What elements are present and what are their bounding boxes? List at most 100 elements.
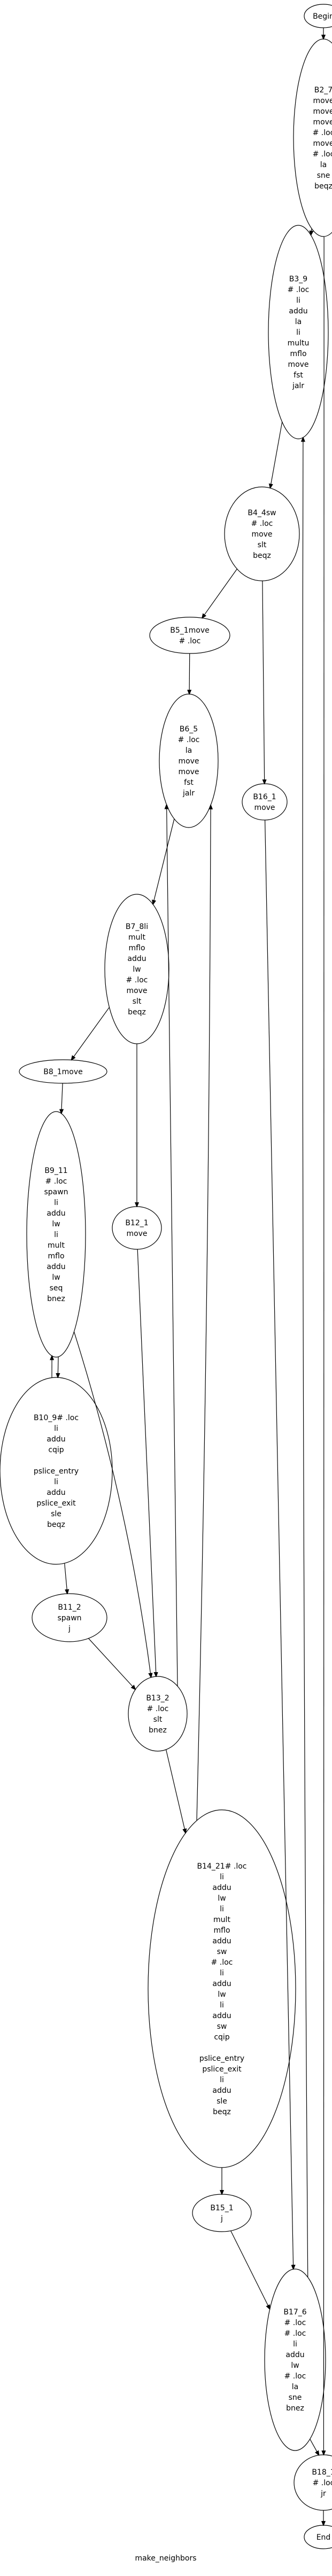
node-instruction: li xyxy=(220,1969,224,1978)
node-instruction: # .loc xyxy=(313,129,332,137)
node-instruction: jalr xyxy=(182,789,195,798)
node-instruction: addu xyxy=(47,1488,65,1497)
node-instruction: j xyxy=(68,1625,71,1633)
node-instruction: pslice_exit xyxy=(202,2065,242,2074)
node-label: B7_8li xyxy=(126,923,148,931)
node-label: B17_6 xyxy=(283,2308,306,2317)
node-instruction: # .loc xyxy=(284,2319,306,2327)
node-label: B16_1 xyxy=(253,793,276,801)
node-b18-1: B18_1# .locjr xyxy=(294,2454,332,2511)
node-instruction: bnez xyxy=(286,2404,304,2413)
node-end: End xyxy=(304,2525,332,2549)
node-b8-1move: B8_1move xyxy=(19,1059,107,1084)
node-instruction: spawn xyxy=(57,1614,81,1622)
node-instruction: move xyxy=(178,768,199,776)
node-instruction: li xyxy=(220,2001,224,2010)
node-instruction: spawn xyxy=(44,1188,68,1196)
node-instruction: pslice_entry xyxy=(199,2054,244,2063)
node-instruction: # .loc xyxy=(284,2372,306,2381)
node-instruction: slt xyxy=(153,1715,163,1724)
node-instruction: li xyxy=(220,2076,224,2084)
node-instruction: la xyxy=(295,318,302,326)
node-ellipse xyxy=(19,1059,107,1084)
node-ellipse xyxy=(268,225,329,439)
node-instruction: addu xyxy=(47,1263,65,1271)
node-instruction: fst xyxy=(184,778,194,787)
node-instruction: pslice_entry xyxy=(34,1467,79,1476)
node-instruction: li xyxy=(54,1424,58,1433)
node-instruction: move xyxy=(178,757,199,766)
node-label: B10_9# .loc xyxy=(34,1414,79,1422)
node-instruction: # .loc xyxy=(284,2329,306,2338)
node-instruction: move xyxy=(126,987,147,995)
node-instruction: addu xyxy=(212,1937,231,1945)
node-instruction: sne xyxy=(317,171,330,180)
node-instruction: move xyxy=(254,803,275,812)
node-instruction: sle xyxy=(51,1510,61,1518)
edge-b11-2-to-b13-2 xyxy=(88,1638,136,1690)
node-instruction: lw xyxy=(218,1894,226,1903)
node-instruction: # .loc xyxy=(147,1705,169,1713)
node-instruction: mult xyxy=(48,1241,65,1250)
edge-b3-9-to-b4-4sw xyxy=(270,422,283,488)
node-ellipse xyxy=(304,2525,332,2549)
node-instruction: move xyxy=(313,97,332,105)
node-instruction: # .loc xyxy=(288,286,310,294)
node-label: B9_11 xyxy=(44,1167,67,1175)
node-label: B3_9 xyxy=(289,275,307,283)
node-b12-1: B12_1move xyxy=(112,1206,162,1250)
node-instruction: beqz xyxy=(47,1521,65,1529)
node-instruction: lw xyxy=(52,1220,60,1228)
node-instruction: # .loc xyxy=(251,519,273,528)
node-instruction: beqz xyxy=(128,1008,146,1017)
node-instruction: sne xyxy=(289,2393,302,2402)
edge-b5-1move-to-b6-5 xyxy=(189,653,190,694)
node-label: End xyxy=(316,2533,331,2542)
edge-b13-2-to-b14-21 xyxy=(166,1749,186,1833)
edge-b12-1-to-b13-2 xyxy=(137,1249,156,1676)
node-instruction: move xyxy=(126,1230,147,1238)
node-instruction: # .loc xyxy=(313,150,332,159)
edge-b10-9-to-b11-2 xyxy=(64,1563,67,1594)
node-instruction: beqz xyxy=(213,2108,231,2116)
node-instruction: # .loc xyxy=(211,1958,233,1967)
node-instruction: beqz xyxy=(314,182,332,191)
node-b10-9: B10_9# .locliadducqippslice_entryliaddup… xyxy=(0,1377,113,1565)
node-instruction: sw xyxy=(217,2022,227,2031)
node-b16-1: B16_1move xyxy=(242,783,288,821)
node-instruction: # .loc xyxy=(179,637,201,645)
node-instruction: lw xyxy=(133,965,141,974)
edges-layer xyxy=(52,28,324,2525)
node-ellipse xyxy=(294,2454,332,2511)
node-label: B18_1 xyxy=(312,2468,332,2477)
node-instruction: mflo xyxy=(213,1926,230,1935)
node-instruction: slt xyxy=(258,541,267,549)
node-ellipse xyxy=(242,783,288,821)
node-begin: Begin xyxy=(304,4,332,28)
edge-b9-11-to-b13-2 xyxy=(73,1332,151,1677)
edge-b6-5-to-b7-8li xyxy=(153,818,175,904)
node-instruction: addu xyxy=(212,1884,231,1892)
node-instruction: sw xyxy=(217,1948,227,1956)
node-instruction: la xyxy=(186,746,192,755)
node-instruction: # .loc xyxy=(313,2479,332,2487)
node-instruction: li xyxy=(220,1873,224,1881)
node-b9-11: B9_11# .locspawnliaddulwlimultmfloaddulw… xyxy=(26,1111,86,1358)
edge-b17-6-to-b3-9 xyxy=(303,438,308,2278)
node-ellipse xyxy=(159,694,219,828)
node-label: B12_1 xyxy=(125,1219,148,1227)
node-instruction: addu xyxy=(47,1209,65,1218)
node-label: B5_1move xyxy=(170,626,210,635)
node-ellipse xyxy=(192,2194,252,2232)
node-instruction: seq xyxy=(50,1284,63,1293)
node-ellipse xyxy=(149,617,230,654)
node-ellipse xyxy=(264,2268,326,2451)
node-instruction: addu xyxy=(47,1435,65,1444)
